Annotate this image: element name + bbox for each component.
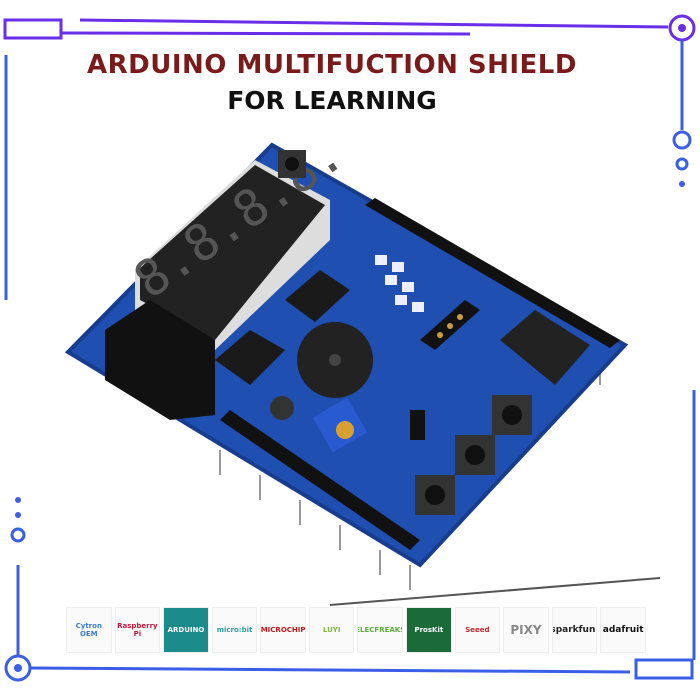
push-buttons xyxy=(278,150,532,515)
logo-pixy: PIXY xyxy=(503,607,549,653)
capacitor xyxy=(270,396,294,420)
logo-proskit: ProsKit xyxy=(406,607,452,653)
ic-chip xyxy=(285,270,350,322)
logo-arduino: ARDUINO xyxy=(163,607,209,653)
logo-microbit: micro:bit xyxy=(211,607,258,653)
logo-elecfreaks: ELECFREAKS xyxy=(357,607,404,653)
logo-cytron: Cytron OEM xyxy=(66,607,112,653)
title-line-1: ARDUINO MULTIFUCTION SHIELD xyxy=(87,50,577,80)
leds xyxy=(375,255,424,312)
title-line-2: FOR LEARNING xyxy=(227,86,437,115)
logo-seeed: Seeed xyxy=(454,607,501,653)
header-socket xyxy=(105,300,215,420)
logo-sparkfun: sparkfun. xyxy=(551,607,598,653)
logo-microchip: MICROCHIP xyxy=(260,607,306,653)
logo-raspberry-pi: Raspberry Pi xyxy=(114,607,161,653)
pin-header xyxy=(500,310,590,385)
logo-adafruit: adafruit xyxy=(600,607,646,653)
partner-logo-strip: Cytron OEM Raspberry Pi ARDUINO micro:bi… xyxy=(66,607,646,653)
logo-luyi: LUYI xyxy=(308,607,355,653)
seven-segment-display xyxy=(140,165,325,340)
ic-chip xyxy=(215,330,285,385)
